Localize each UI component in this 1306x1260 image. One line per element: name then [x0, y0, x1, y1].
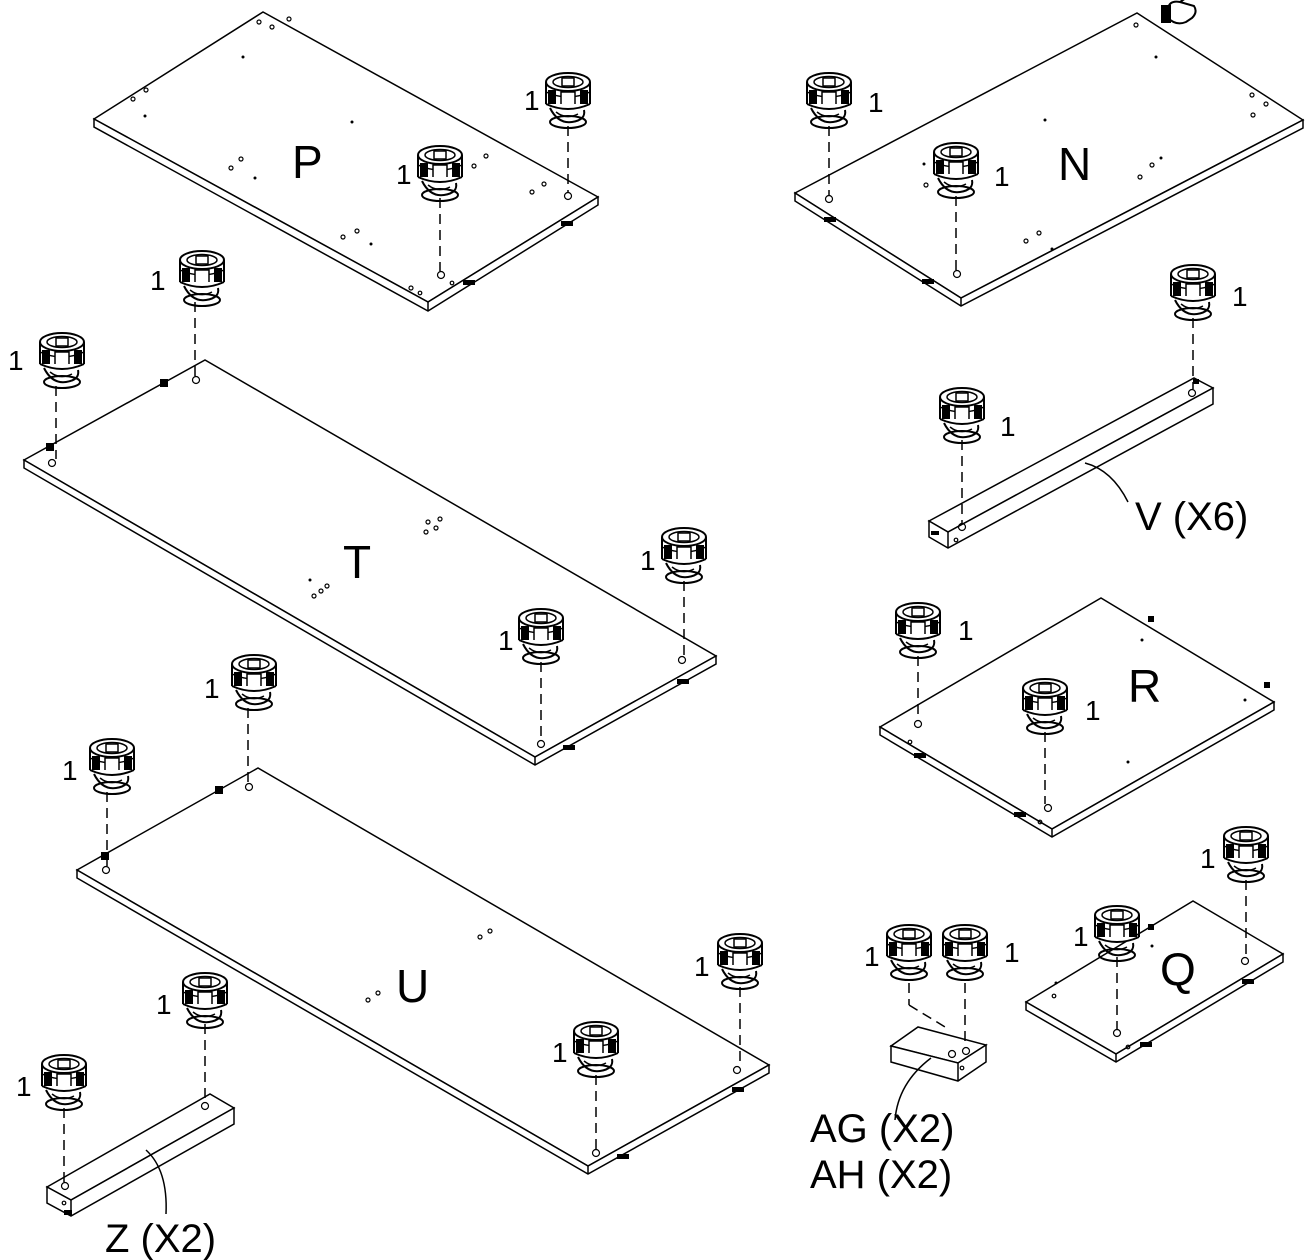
- qty-label: 1: [994, 161, 1010, 192]
- tag-v: V (X6): [1135, 495, 1248, 539]
- cam-lock-icon: [886, 924, 932, 981]
- label-t: T: [343, 536, 371, 588]
- qty-label: 1: [1200, 843, 1216, 874]
- tag-ah: AH (X2): [810, 1153, 952, 1197]
- leader-lines: [145, 462, 1129, 1215]
- cam-lock-icon: [1223, 826, 1269, 883]
- rail-z: [45, 1093, 236, 1217]
- qty-label: 1: [1000, 411, 1016, 442]
- qty-label: 1: [694, 951, 710, 982]
- tag-ag: AG (X2): [810, 1107, 954, 1151]
- cam-lock-icon: [231, 654, 277, 711]
- label-n: N: [1058, 138, 1091, 190]
- cam-lock-icon: [661, 527, 707, 584]
- qty-label: 1: [156, 989, 172, 1020]
- qty-label: 1: [8, 345, 24, 376]
- label-p: P: [292, 136, 323, 188]
- label-u: U: [396, 960, 429, 1012]
- qty-label: 1: [498, 625, 514, 656]
- panel-q: [1024, 900, 1285, 1063]
- panel-p: [92, 11, 600, 312]
- qty-label: 1: [552, 1037, 568, 1068]
- cam-lock-icon: [41, 1054, 87, 1111]
- quantity-labels: 1 1 1 1 1 1 1 1 1 1 1 1 1 1 1 1 1 1 1 1 …: [8, 85, 1248, 1102]
- qty-label: 1: [1232, 281, 1248, 312]
- qty-label: 1: [524, 85, 540, 116]
- qty-label: 1: [640, 545, 656, 576]
- cam-lock-icon: [545, 72, 591, 129]
- cam-lock-icon: [939, 387, 985, 444]
- qty-label: 1: [396, 159, 412, 190]
- qty-label: 1: [150, 265, 166, 296]
- block-ag-ah: [889, 1026, 988, 1082]
- hand-icon: [1161, 0, 1197, 25]
- tag-z: Z (X2): [105, 1217, 216, 1260]
- qty-label: 1: [1073, 921, 1089, 952]
- label-q: Q: [1160, 943, 1196, 995]
- qty-label: 1: [204, 673, 220, 704]
- cam-lock-icon: [942, 924, 988, 981]
- cam-lock-icon: [717, 933, 763, 990]
- cam-lock-icon: [182, 972, 228, 1029]
- cam-lock-icon: [179, 250, 225, 307]
- qty-label: 1: [16, 1071, 32, 1102]
- rail-v: [927, 377, 1215, 549]
- cam-lock-icon: [89, 738, 135, 795]
- panel-r: [878, 597, 1276, 838]
- qty-label: 1: [868, 87, 884, 118]
- panel-letters: P N T U R Q: [292, 136, 1196, 1012]
- cam-fittings: [55, 126, 1247, 1182]
- cam-lock-icon: [39, 332, 85, 389]
- qty-label: 1: [1004, 937, 1020, 968]
- qty-label: 1: [864, 941, 880, 972]
- label-r: R: [1128, 660, 1161, 712]
- qty-label: 1: [62, 755, 78, 786]
- cam-lock-icon: [895, 602, 941, 659]
- cam-lock-icon: [1170, 264, 1216, 321]
- cam-lock-icon: [806, 72, 852, 129]
- panel-u: [75, 767, 771, 1175]
- part-tags: V (X6) Z (X2) AG (X2) AH (X2): [105, 495, 1248, 1260]
- qty-label: 1: [958, 615, 974, 646]
- qty-label: 1: [1085, 695, 1101, 726]
- panel-n: [793, 12, 1305, 307]
